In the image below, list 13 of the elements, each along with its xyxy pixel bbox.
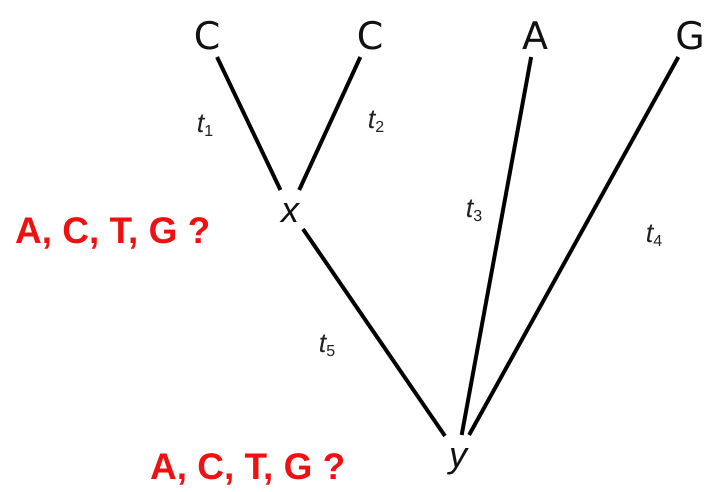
tree-branch <box>460 56 534 436</box>
tree-branch <box>297 56 362 191</box>
ancestor-node-label: y <box>445 435 471 475</box>
unknown-base-question: A, C, T, G ? <box>15 212 210 249</box>
leaf-base-label: G <box>671 15 709 57</box>
unknown-base-question: A, C, T, G ? <box>150 448 346 485</box>
leaf-base-label: C <box>352 15 388 57</box>
leaf-base-label: A <box>518 15 552 57</box>
tree-branch <box>301 228 447 438</box>
tree-branch <box>215 56 282 191</box>
tree-branch <box>467 56 680 436</box>
ancestor-node-label: x <box>277 190 303 230</box>
leaf-base-label: C <box>190 15 224 57</box>
